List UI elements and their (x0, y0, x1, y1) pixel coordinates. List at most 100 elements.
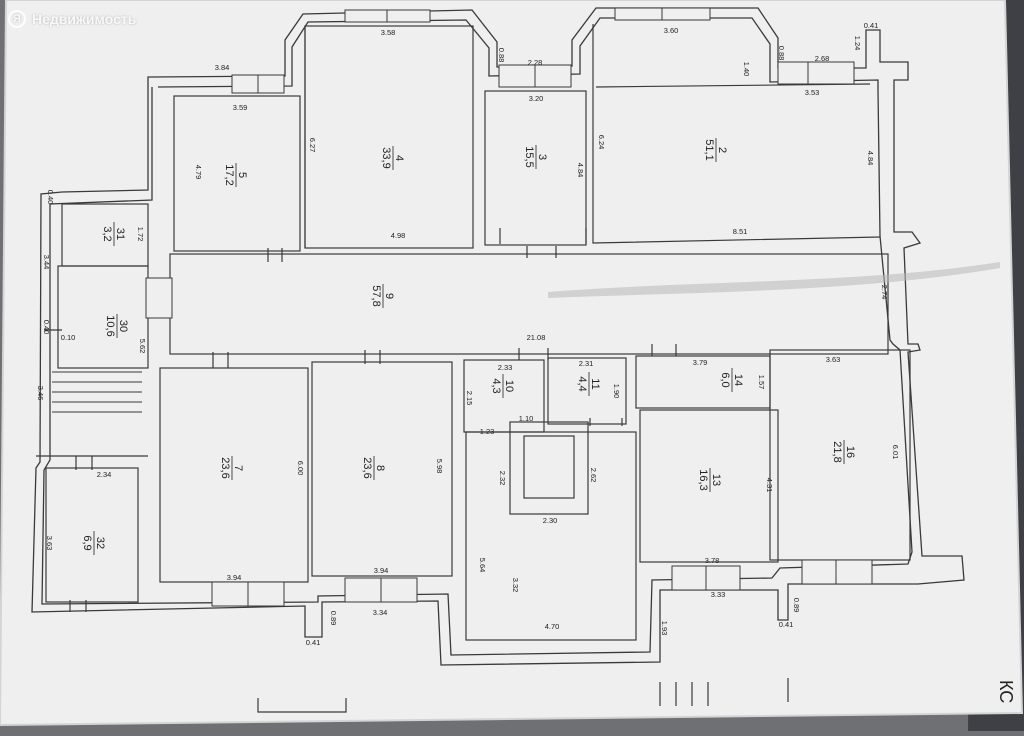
dimension-label: 1.57 (757, 375, 766, 390)
room-7: 723,6 (219, 456, 244, 480)
dimension-label: 8.51 (733, 227, 748, 236)
dimension-label: 0.88 (777, 46, 786, 61)
dimension-label: 0.41 (306, 638, 321, 647)
dimension-label: 1.10 (519, 414, 534, 423)
room-area: 21,8 (831, 441, 843, 462)
dimension-label: 0.10 (61, 333, 76, 342)
room-number: 31 (114, 228, 126, 240)
room-9: 957,8 (370, 284, 395, 308)
dimension-label: 0.41 (779, 620, 794, 629)
room-area: 4,4 (576, 376, 588, 391)
dimension-label: 3.34 (373, 608, 388, 617)
dimension-label: 3.78 (705, 556, 720, 565)
room-31: 313,2 (101, 222, 126, 246)
room-number: 10 (503, 380, 515, 392)
room-2: 251,1 (703, 138, 728, 162)
dimension-label: 3.44 (42, 255, 51, 270)
dimension-label: 6.24 (597, 135, 606, 150)
dimension-label: 3.94 (374, 566, 389, 575)
brand-logo-icon: Я (8, 10, 26, 28)
dimension-label: 3.84 (215, 63, 230, 72)
dimension-label: 4.31 (765, 478, 774, 493)
room-11: 114,4 (576, 372, 601, 396)
dimension-label: 1.23 (480, 427, 495, 436)
dimension-label: 3.20 (529, 94, 544, 103)
dimension-label: 4.84 (866, 151, 875, 166)
dimension-label: 6.00 (296, 461, 305, 476)
room-number: 8 (374, 465, 386, 471)
dimension-label: 2.68 (815, 54, 830, 63)
dimension-label: 4.79 (194, 165, 203, 180)
interior-walls (36, 24, 911, 641)
dimension-label: 0.88 (497, 48, 506, 63)
shadow-smudge (548, 262, 1000, 298)
room-3: 315,5 (523, 145, 548, 169)
room-number: 32 (94, 537, 106, 549)
room-area: 17,2 (223, 164, 235, 185)
room-10: 104,3 (490, 374, 515, 398)
dimension-label: 0.89 (792, 598, 801, 613)
dimension-label: 3.63 (45, 536, 54, 551)
room-area: 6,9 (81, 535, 93, 550)
dimension-label: 3.59 (233, 103, 248, 112)
dimension-label: 3.79 (693, 358, 708, 367)
dimension-label: 2.30 (543, 516, 558, 525)
room-number: 11 (589, 378, 601, 389)
dimension-label: 0.40 (42, 320, 51, 335)
dimension-label: 0.89 (329, 611, 338, 626)
dimension-label: 2.32 (498, 471, 507, 486)
room-area: 15,5 (523, 146, 535, 167)
room-number: 9 (383, 293, 395, 299)
dimension-label: 2.31 (579, 359, 594, 368)
dimension-label: 3.46 (36, 386, 45, 401)
dimension-label: 3.60 (664, 26, 679, 35)
dimension-label: 5.64 (478, 558, 487, 573)
room-number: 16 (844, 446, 856, 458)
room-number: 5 (236, 172, 248, 178)
dimension-label: 4.70 (545, 622, 560, 631)
watermark: Я Недвижимость (8, 8, 136, 30)
room-area: 6,0 (719, 372, 731, 387)
dimension-label: 0.41 (864, 21, 879, 30)
room-14: 146,0 (719, 368, 744, 392)
dimension-label: 5.98 (435, 459, 444, 474)
room-area: 23,6 (219, 457, 231, 478)
dimension-label: 6.01 (891, 445, 900, 460)
dimension-label: 2.34 (97, 470, 112, 479)
dimension-label: 2.33 (498, 363, 513, 372)
dimension-label: 3.58 (381, 28, 396, 37)
dimension-label: 3.63 (826, 355, 841, 364)
room-number: 2 (716, 147, 728, 153)
dimension-label: 2.74 (880, 285, 889, 300)
dimension-label: 2.28 (528, 58, 543, 67)
windows (145, 7, 873, 607)
room-area: 3,2 (101, 226, 113, 241)
dimension-label: 4.98 (391, 231, 406, 240)
dimension-label: 3.32 (511, 578, 520, 593)
corner-mark: КС (996, 680, 1016, 703)
room-number: 3 (536, 154, 548, 160)
door-ticks (69, 228, 789, 706)
dimension-label: 0.40 (46, 190, 55, 205)
dimension-label: 21.08 (527, 333, 546, 342)
room-area: 51,1 (703, 139, 715, 160)
room-area: 23,6 (361, 457, 373, 478)
dimension-label: 1.24 (853, 36, 862, 51)
dimension-label: 2.62 (589, 468, 598, 483)
room-8: 823,6 (361, 456, 386, 480)
room-number: 13 (710, 474, 722, 486)
room-area: 10,6 (104, 315, 116, 336)
dimension-label: 1.93 (660, 621, 669, 636)
dimension-label: 1.72 (136, 227, 145, 242)
room-number: 4 (393, 155, 405, 161)
dimension-label: 5.62 (138, 339, 147, 354)
dimension-label: 6.27 (308, 138, 317, 153)
